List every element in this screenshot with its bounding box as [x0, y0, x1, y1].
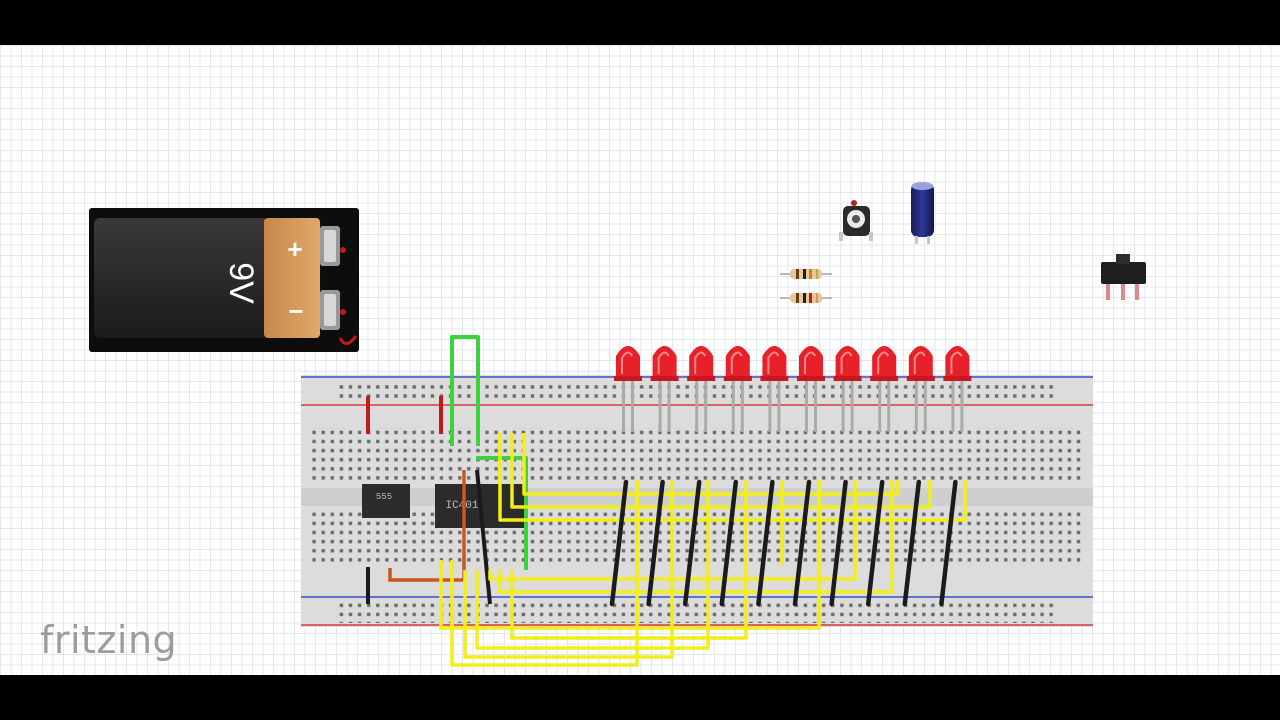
led-5[interactable] [760, 346, 789, 432]
led-array[interactable] [614, 346, 972, 432]
fritzing-logo: fritzing [40, 618, 178, 662]
electrolytic-capacitor[interactable] [911, 182, 934, 244]
chip-555-label: 555 [376, 492, 392, 502]
resistor-1[interactable] [780, 269, 832, 279]
cathode-wire-10[interactable] [939, 479, 958, 607]
led-8[interactable] [870, 346, 899, 432]
black-jumpers-left[interactable] [366, 469, 492, 605]
led-3[interactable] [687, 346, 716, 432]
chip-ic401-label: IC401 [445, 500, 478, 512]
cathode-wire-4[interactable] [719, 479, 739, 607]
cathode-wire-7[interactable] [829, 479, 848, 607]
slide-switch[interactable] [1101, 254, 1146, 300]
potentiometer[interactable] [839, 200, 873, 241]
cathode-wire-1[interactable] [609, 479, 629, 607]
battery-plus-label: + [287, 234, 302, 264]
black-diagonal-wires[interactable] [609, 479, 958, 607]
led-6[interactable] [797, 346, 825, 432]
cathode-wire-2[interactable] [646, 479, 665, 607]
green-wires[interactable] [450, 335, 528, 570]
cathode-wire-9[interactable] [902, 479, 922, 607]
cathode-wire-6[interactable] [792, 479, 812, 607]
led-9[interactable] [906, 346, 935, 432]
led-10[interactable] [943, 346, 972, 432]
led-7[interactable] [833, 346, 862, 432]
top-letterbox [0, 0, 1280, 45]
battery-9v[interactable]: 9V + − [89, 208, 359, 352]
led-2[interactable] [650, 346, 679, 432]
battery-label: 9V [222, 262, 260, 304]
battery-minus-label: − [288, 296, 303, 326]
red-jumpers[interactable] [366, 396, 443, 434]
led-4[interactable] [723, 346, 752, 432]
cathode-wire-5[interactable] [756, 479, 775, 607]
chip-555[interactable]: 555 [362, 484, 410, 518]
resistor-2[interactable] [780, 293, 832, 303]
orange-wire[interactable] [388, 470, 466, 582]
bottom-letterbox [0, 675, 1280, 720]
cathode-wire-3[interactable] [682, 479, 702, 607]
led-1[interactable] [614, 346, 642, 432]
cathode-wire-8[interactable] [865, 479, 885, 607]
yellow-wires[interactable] [439, 433, 967, 667]
